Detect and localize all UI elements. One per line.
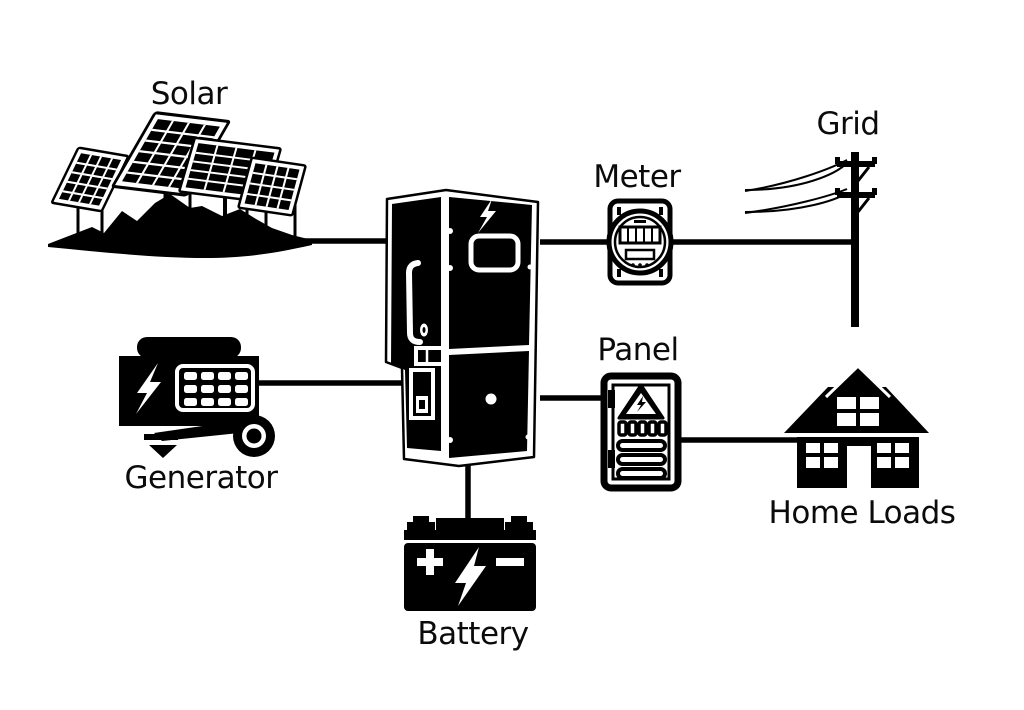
vent-slots	[184, 372, 248, 406]
generator-icon	[119, 337, 275, 458]
battery-label: Battery	[417, 616, 529, 652]
display-screen	[468, 233, 521, 273]
door	[847, 446, 871, 488]
solar-panel-2	[111, 111, 231, 197]
bus-bars	[616, 439, 667, 480]
utility-pole-icon	[744, 152, 877, 327]
electric-meter-icon	[606, 198, 674, 286]
mountain-silhouette	[48, 194, 312, 258]
inverter-unit-icon	[384, 188, 540, 468]
breaker-panel-icon	[600, 372, 682, 492]
breaker-switches	[617, 420, 668, 437]
home-loads-label: Home Loads	[768, 495, 956, 531]
solar-panel-4	[237, 156, 307, 217]
connection-lines	[255, 238, 858, 524]
battery-icon	[404, 516, 536, 611]
pole	[851, 152, 859, 327]
solar-panel-1	[51, 146, 130, 213]
solar-array-icon	[48, 111, 312, 258]
power-wires	[744, 159, 848, 214]
solar-label: Solar	[150, 76, 228, 112]
panel-label: Panel	[597, 332, 679, 368]
lightning-bolt-icon	[478, 199, 496, 233]
handle-icon	[405, 260, 423, 345]
minus-symbol	[496, 558, 524, 566]
house-icon	[784, 364, 929, 488]
meter-label: Meter	[593, 159, 681, 195]
ground-symbol	[149, 445, 177, 458]
lightning-bolt-icon	[136, 363, 161, 414]
lightning-bolt-icon	[455, 547, 486, 606]
grid-label: Grid	[816, 106, 880, 142]
generator-label: Generator	[124, 460, 278, 496]
